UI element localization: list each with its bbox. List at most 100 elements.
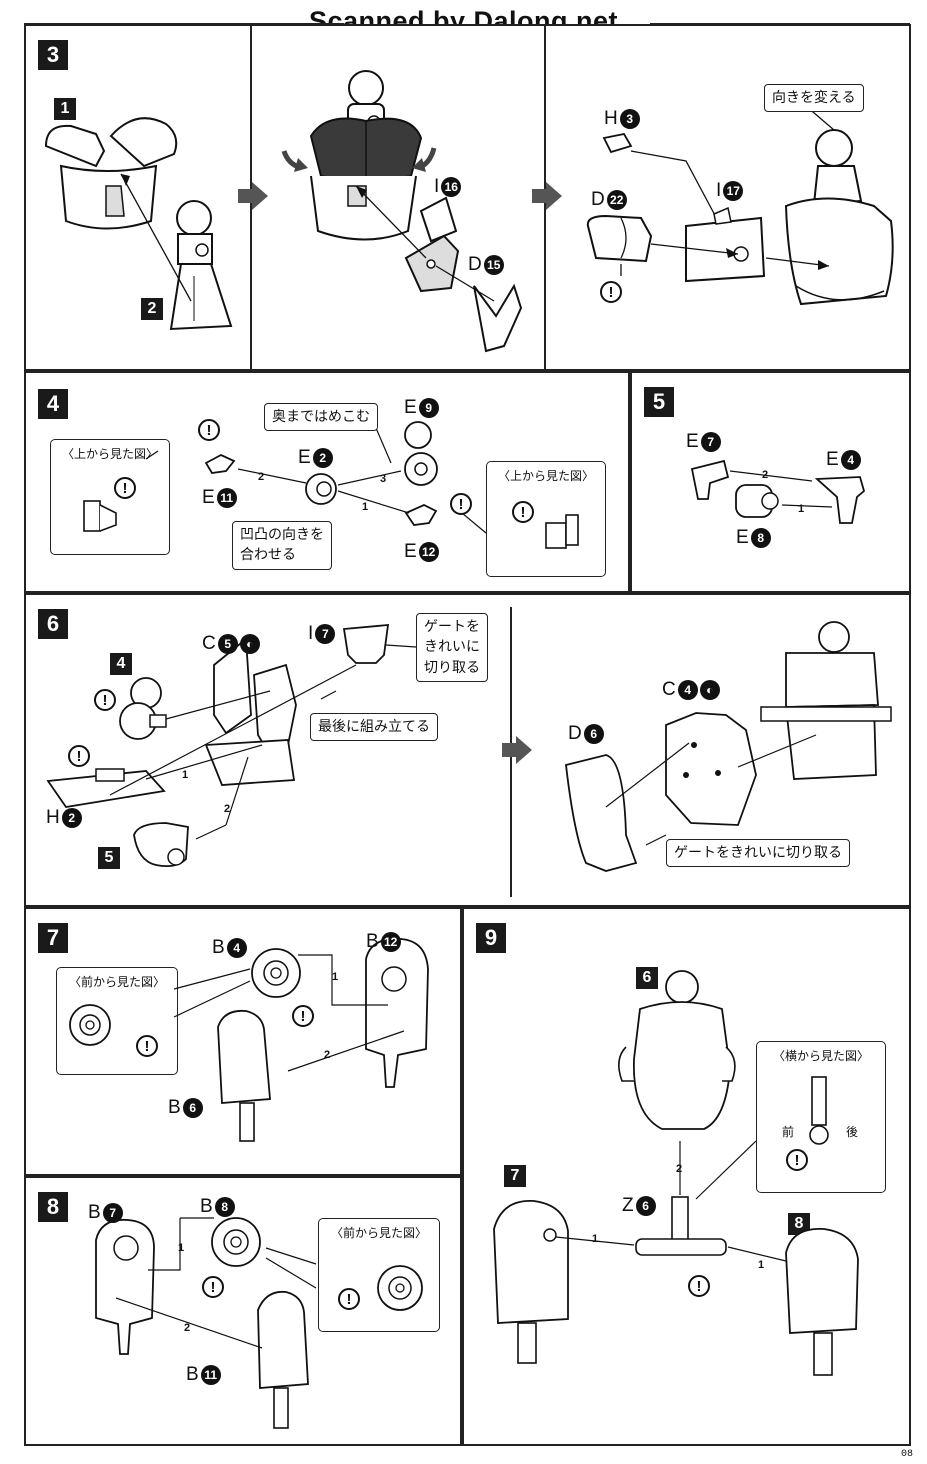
caution-icon-e12: ! [450,493,472,515]
flow-arrow-bar-3 [502,743,516,757]
note-align-line-2: 合わせる [240,547,296,564]
step-4-illustration [83,421,579,549]
seq-2: 2 [318,1047,336,1063]
top-view-title-a: 〈上から見た図〉 [61,447,158,461]
note-align-line-1: 凹凸の向きを [240,527,324,543]
seq-3-e9: 3 [374,471,392,487]
caution-icon-front: ! [338,1288,360,1310]
substep-1-label: 1 [54,98,76,120]
substep-4-label: 4 [110,653,132,675]
caution-icon-b8: ! [202,1276,224,1298]
flow-arrow-icon-2 [546,182,562,210]
note-cut-gate-line-1: ゲートを [424,619,480,635]
side-view-front-label: 前 [782,1125,795,1139]
caution-icon-4: ! [94,689,116,711]
top-view-title-b: 〈上から見た図〉 [497,469,594,483]
seq-1: 1 [326,969,344,985]
flow-arrow-bar-1 [238,189,252,203]
substep-7-label: 7 [504,1165,526,1187]
note-cut-gate-right: ゲートをきれいに切り取る [666,839,850,868]
step-5-number: 5 [644,387,674,417]
caution-icon-z6: ! [688,1275,710,1297]
seq-1-left: 1 [586,1231,604,1247]
flow-arrow-icon-3 [516,736,532,764]
seq-1-e12: 1 [356,499,374,515]
caution-icon-top-a: ! [114,477,136,499]
substep-5-label: 5 [98,847,120,869]
flow-arrow-bar-2 [532,189,546,203]
step-8-number: 8 [38,1192,68,1222]
substep-8-label: 8 [788,1213,810,1235]
caution-icon-h2: ! [68,745,90,767]
note-cut-gate-line-3: 切り取る [424,659,480,676]
side-view-title: 〈横から見た図〉 [772,1049,869,1063]
seq-1: 1 [176,767,194,783]
step-5-illustration [690,459,866,524]
front-view-title: 〈前から見た図〉 [68,975,165,989]
seq-1-right: 1 [752,1257,770,1273]
step-7-number: 7 [38,923,68,953]
note-assemble-last: 最後に組み立てる [310,713,438,742]
step-9-illustration [493,970,859,1376]
note-align: 凹凸の向きを 合わせる [232,521,332,570]
step-6-illustration [46,621,892,872]
step-8-illustration [95,1217,423,1429]
seq-2-e11: 2 [252,469,270,485]
substep-6-label: 6 [636,967,658,989]
seq-1: 1 [172,1240,190,1256]
step-3-number: 3 [38,40,68,70]
step-6-number: 6 [38,609,68,639]
seq-2: 2 [218,801,236,817]
note-push-in: 奥まではめこむ [264,403,378,432]
seq-2: 2 [178,1320,196,1336]
step-7-illustration [69,937,429,1142]
front-view-box: 〈前から見た図〉 [318,1218,440,1332]
seq-1: 1 [792,501,810,517]
caution-icon-b4: ! [292,1005,314,1027]
step-9-number: 9 [476,923,506,953]
flow-arrow-icon-1 [252,182,268,210]
note-change-direction: 向きを変える [764,84,864,113]
caution-icon-side: ! [786,1149,808,1171]
step-4-number: 4 [38,389,68,419]
top-view-box-a: 〈上から見た図〉 [50,439,170,555]
caution-icon-top-b: ! [512,501,534,523]
seq-2: 2 [756,467,774,483]
top-view-box-b: 〈上から見た図〉 [486,461,606,577]
caution-icon-front: ! [136,1035,158,1057]
side-view-back-label: 後 [846,1125,859,1139]
step-3-panel: 3 1 2 [24,24,911,371]
step-3-illustration [44,70,894,353]
page-number: 08 [900,1449,913,1460]
seq-2: 2 [670,1161,688,1177]
